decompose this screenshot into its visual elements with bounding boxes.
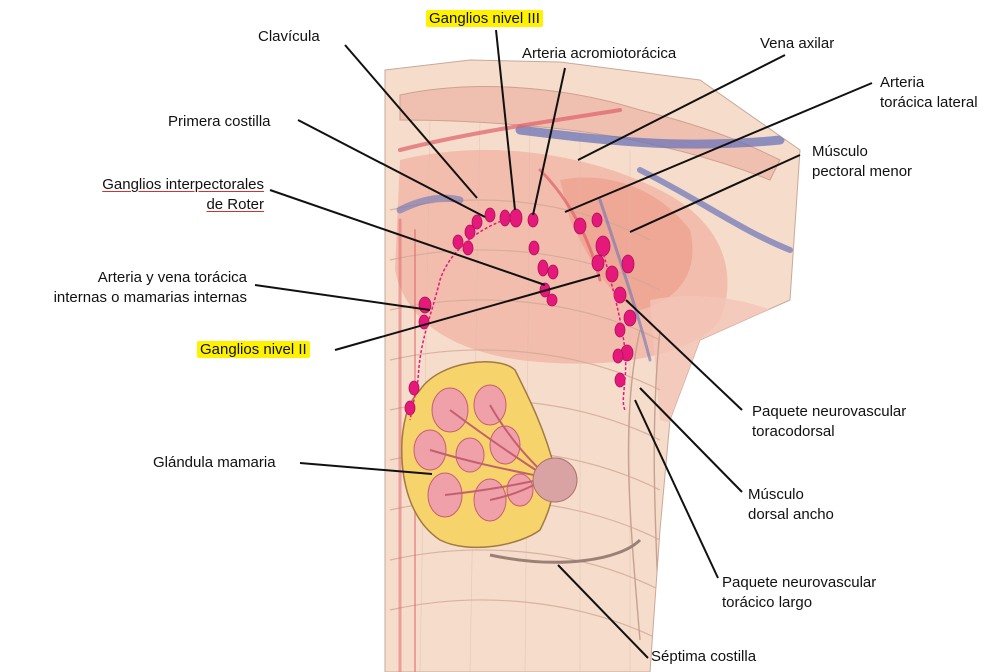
label-arteria-acromiotoracica: Arteria acromiotorácica <box>522 44 676 64</box>
lymph-node <box>409 381 419 395</box>
label-musculo-pectoral-menor: Músculo pectoral menor <box>812 142 912 182</box>
lymph-node <box>592 255 604 271</box>
highlight-ganglios-nivel-ii: Ganglios nivel II <box>197 341 310 358</box>
lymph-node <box>528 213 538 227</box>
areola-shape <box>533 458 577 502</box>
label-ganglios-interpectorales: Ganglios interpectorales de Roter <box>64 175 264 215</box>
lymph-node <box>510 209 522 227</box>
lymph-node <box>622 255 634 273</box>
lymph-node <box>596 236 610 256</box>
label-ganglios-nivel-iii: Ganglios nivel III <box>426 9 543 29</box>
lymph-node <box>405 401 415 415</box>
lymph-node <box>574 218 586 234</box>
lymph-node <box>485 208 495 222</box>
label-paquete-toracico-largo: Paquete neurovascular torácico largo <box>722 573 876 613</box>
lymph-node <box>592 213 602 227</box>
lymph-node <box>615 373 625 387</box>
label-arteria-vena-toracica: Arteria y vena torácica internas o mamar… <box>10 268 247 308</box>
label-primera-costilla: Primera costilla <box>168 112 271 132</box>
label-septima-costilla: Séptima costilla <box>651 647 756 667</box>
label-musculo-dorsal-ancho: Músculo dorsal ancho <box>748 485 834 525</box>
label-vena-axilar: Vena axilar <box>760 34 834 54</box>
label-paquete-toracodorsal: Paquete neurovascular toracodorsal <box>752 402 906 442</box>
label-glandula-mamaria: Glándula mamaria <box>153 453 276 473</box>
lymph-node <box>613 349 623 363</box>
lymph-node <box>547 294 557 306</box>
label-clavicula: Clavícula <box>258 27 320 47</box>
lymph-node <box>538 260 548 276</box>
label-arteria-toracica-lateral: Arteria torácica lateral <box>880 73 978 113</box>
lymph-node <box>548 265 558 279</box>
lymph-node <box>529 241 539 255</box>
lymph-node <box>606 266 618 282</box>
highlight-ganglios-nivel-iii: Ganglios nivel III <box>426 10 543 27</box>
label-ganglios-nivel-ii: Ganglios nivel II <box>197 340 310 360</box>
lymph-node <box>624 310 636 326</box>
